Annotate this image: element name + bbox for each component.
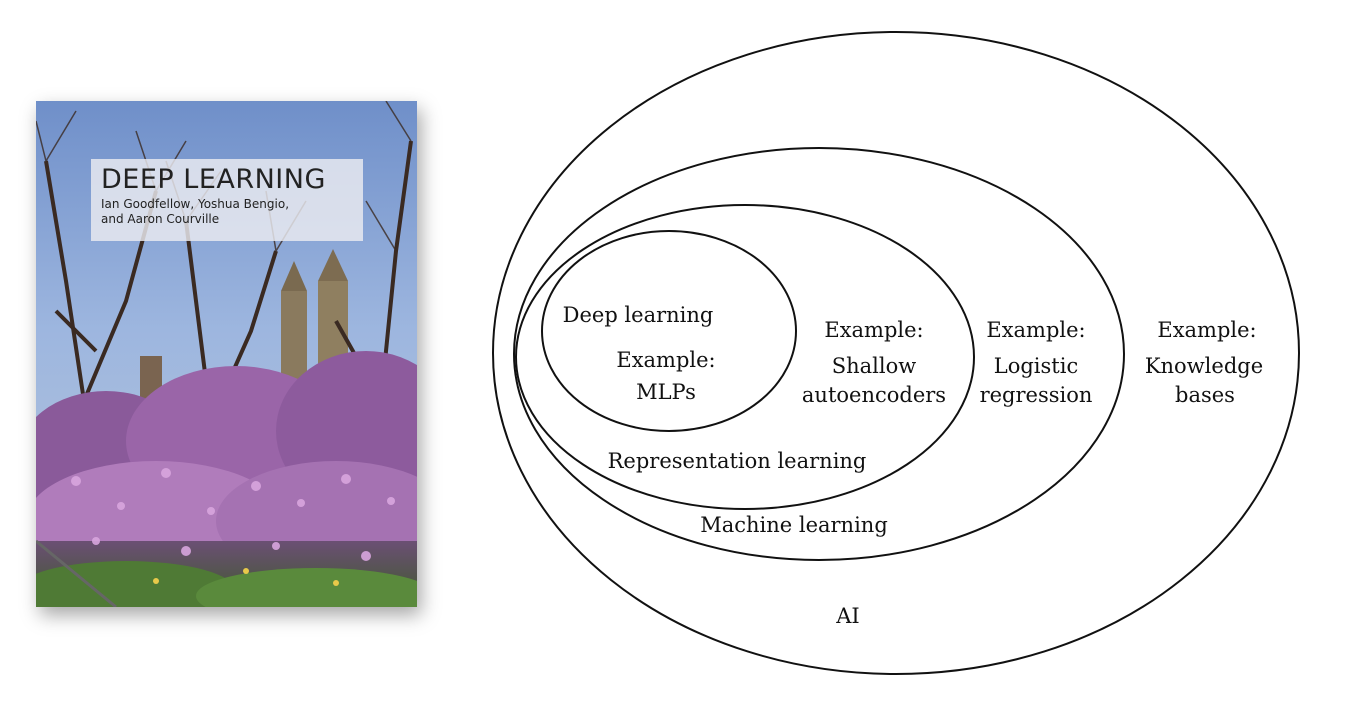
representation-learning-example-line-3: autoencoders bbox=[802, 383, 946, 407]
deep-learning-label: Deep learning bbox=[563, 303, 714, 327]
book-authors-line-2: and Aaron Courville bbox=[101, 212, 220, 226]
machine-learning-example-line-2: Logistic bbox=[994, 354, 1078, 378]
book-cover: DEEP LEARNING Ian Goodfellow, Yoshua Ben… bbox=[36, 101, 417, 607]
machine-learning-example-line-1: Example: bbox=[986, 318, 1085, 342]
ai-example-line-3: bases bbox=[1175, 383, 1235, 407]
ellipse-representation-learning bbox=[515, 204, 975, 510]
deep-learning-example-line-2: MLPs bbox=[636, 380, 696, 404]
book-title: DEEP LEARNING bbox=[101, 164, 326, 195]
ai-example-line-1: Example: bbox=[1157, 318, 1256, 342]
ai-example-line-2: Knowledge bbox=[1145, 354, 1263, 378]
book-authors-line-1: Ian Goodfellow, Yoshua Bengio, bbox=[101, 197, 290, 211]
representation-learning-example-line-1: Example: bbox=[824, 318, 923, 342]
ai-label: AI bbox=[835, 604, 859, 628]
machine-learning-label: Machine learning bbox=[700, 513, 888, 537]
ellipse-machine-learning bbox=[513, 147, 1125, 561]
ellipse-ai bbox=[492, 31, 1300, 675]
representation-learning-label: Representation learning bbox=[608, 449, 867, 473]
machine-learning-example-line-3: regression bbox=[980, 383, 1093, 407]
representation-learning-example-line-2: Shallow bbox=[832, 354, 917, 378]
ellipse-deep-learning bbox=[541, 230, 797, 432]
book-authors: Ian Goodfellow, Yoshua Bengio, and Aaron… bbox=[101, 197, 353, 227]
book-title-box: DEEP LEARNING Ian Goodfellow, Yoshua Ben… bbox=[91, 159, 363, 241]
deep-learning-example-line-1: Example: bbox=[616, 348, 715, 372]
